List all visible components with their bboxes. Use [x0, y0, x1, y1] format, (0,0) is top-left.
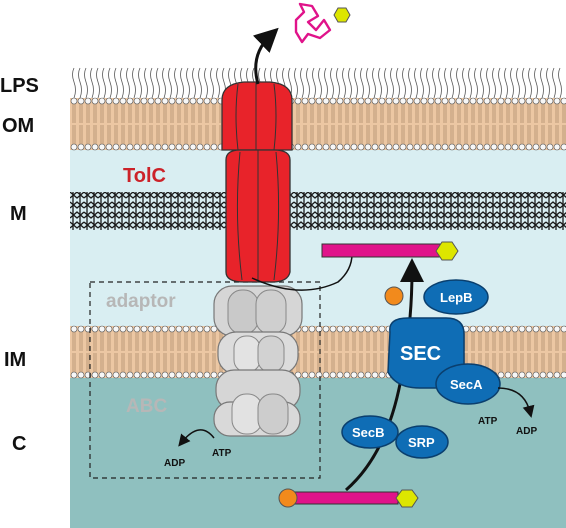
- seca-atp-arrow: [497, 387, 535, 418]
- seca-protein: [435, 363, 501, 405]
- layer-label-om: OM: [2, 115, 34, 137]
- lepb-label: LepB: [440, 290, 473, 305]
- periplasmic-hexagon: [435, 241, 459, 261]
- secreted-substrate: [294, 2, 332, 44]
- tolc-label: TolC: [123, 165, 166, 187]
- seca-adp-label: ADP: [516, 426, 537, 437]
- signal-peptide-bottom: [278, 488, 298, 508]
- abc-adp-label: ADP: [164, 458, 185, 469]
- peptidoglycan-layer: [70, 192, 566, 230]
- tolc-channel: [221, 81, 293, 283]
- layer-label-c: C: [12, 433, 26, 455]
- cytoplasmic-peptide: [289, 491, 399, 505]
- srp-protein: [395, 425, 449, 459]
- tolc-substrate-arrow: [251, 253, 353, 291]
- abc-atp-arrow: [178, 429, 215, 447]
- cleaved-signal-peptide: [384, 286, 404, 306]
- srp-label: SRP: [408, 435, 435, 450]
- adaptor-label: adaptor: [106, 291, 176, 312]
- abc-adaptor-box: [89, 281, 321, 479]
- lepb-protein: [423, 279, 489, 315]
- abc-atp-label: ATP: [212, 448, 232, 459]
- cytoplasmic-hexagon: [395, 489, 419, 508]
- seca-atp-label: ATP: [478, 416, 498, 427]
- periplasmic-peptide: [321, 243, 441, 258]
- layer-label-lps: LPS: [0, 75, 39, 97]
- abc-transporter: [213, 285, 303, 437]
- secb-protein: [341, 415, 399, 449]
- lps-layer: [72, 67, 562, 99]
- sec-label: SEC: [400, 343, 441, 365]
- export-arrow: [253, 27, 279, 85]
- seca-label: SecA: [450, 377, 483, 392]
- abc-label: ABC: [126, 396, 167, 417]
- substrate-hexagon-top: [333, 7, 351, 23]
- layer-label-im: IM: [4, 349, 26, 371]
- secb-label: SecB: [352, 425, 385, 440]
- outer-membrane: [70, 97, 566, 151]
- layer-label-m: M: [10, 203, 27, 225]
